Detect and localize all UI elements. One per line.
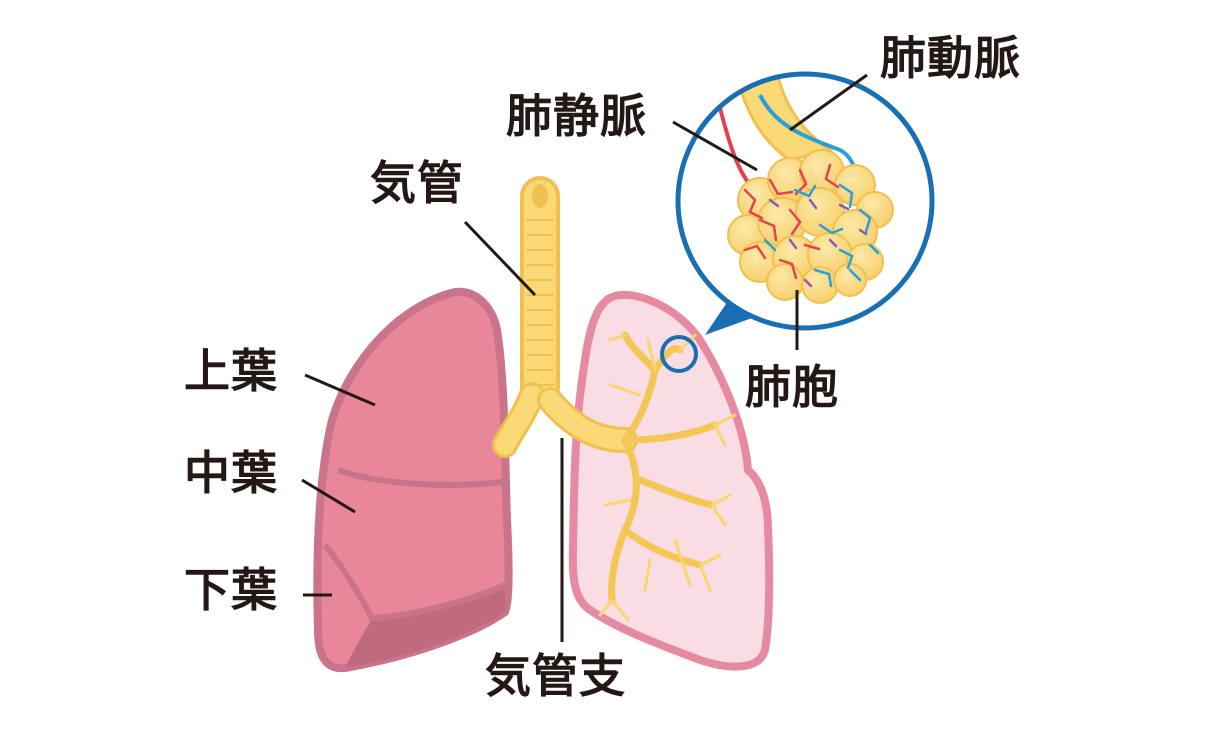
label-middle-lobe: 中葉 — [184, 446, 278, 500]
zoom-source-circle — [660, 335, 698, 373]
label-upper-lobe: 上葉 — [184, 344, 278, 398]
label-bronchi: 気管支 — [485, 649, 626, 703]
label-pulmonary-artery: 肺動脈 — [880, 31, 1021, 85]
oblique-fissure — [322, 543, 507, 622]
airway — [492, 176, 737, 622]
label-trachea: 気管 — [370, 156, 464, 210]
trachea-opening — [532, 184, 548, 208]
label-alveoli: 肺胞 — [745, 360, 839, 414]
leader-pulmonary-artery — [789, 73, 868, 132]
trachea-tube — [520, 176, 560, 408]
lower-lobe-shade — [345, 585, 505, 668]
leader-middle-lobe — [301, 478, 356, 514]
label-pulmonary-vein: 肺静脈 — [506, 89, 647, 143]
leader-pulmonary-vein — [672, 120, 758, 172]
label-lower-lobe: 下葉 — [184, 563, 278, 617]
leader-trachea — [463, 220, 537, 297]
leader-lines — [301, 73, 868, 642]
right-lung — [313, 287, 513, 673]
leader-upper-lobe — [304, 373, 376, 407]
horizontal-fissure — [336, 467, 504, 488]
right-lung-outline — [313, 287, 513, 673]
alveoli-zoom — [675, 71, 935, 331]
zoom-pointer — [705, 298, 752, 335]
zoom-ring — [675, 71, 935, 331]
